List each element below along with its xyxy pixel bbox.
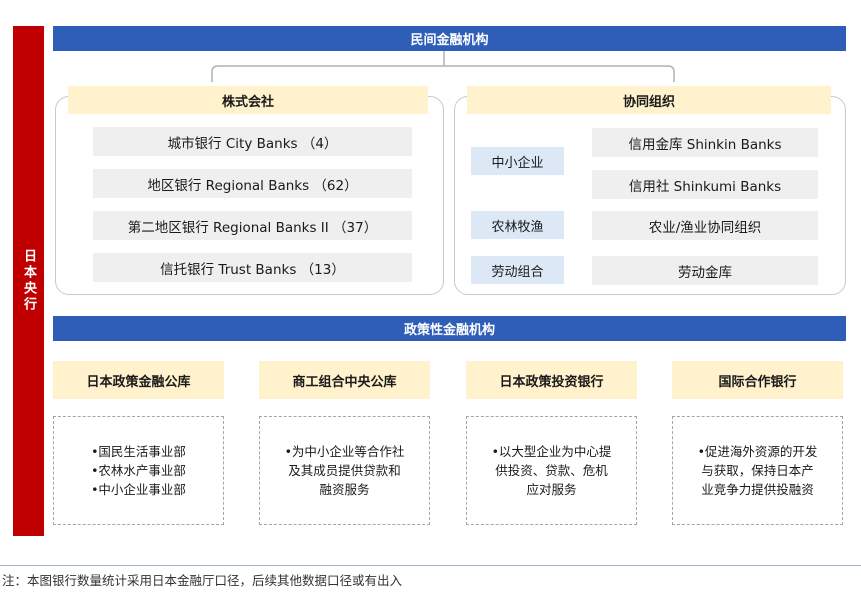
desc-line: 业竞争力提供投融资 (701, 482, 814, 497)
policy-desc-dbj: •以大型企业为中心提 供投资、贷款、危机 应对服务 (466, 416, 637, 525)
category-label: 中小企业 (491, 155, 544, 171)
desc-line: •以大型企业为中心提 (491, 444, 612, 459)
bank-item-regional-ii: 第二地区银行 Regional Banks II （37） (93, 211, 412, 240)
bank-item-label: 城市银行 City Banks （4） (167, 135, 338, 152)
category-label: 农林牧渔 (491, 219, 544, 235)
kabushiki-title: 株式会社 (68, 86, 428, 114)
coop-item-shinkumi: 信用社 Shinkumi Banks (592, 170, 818, 199)
central-bank-bar: 日本央行 (13, 26, 44, 536)
policy-inst-dbj: 日本政策投资银行 (466, 361, 637, 399)
cooperative-title: 协同组织 (467, 86, 831, 114)
bank-item-label: 信托银行 Trust Banks （13） (160, 261, 345, 278)
desc-line: 供投资、贷款、危机 (495, 463, 608, 478)
policy-desc-shoko: •为中小企业等合作社 及其成员提供贷款和 融资服务 (259, 416, 430, 525)
desc-line: 应对服务 (526, 482, 577, 497)
footnote: 注：本图银行数量统计采用日本金融厅口径，后续其他数据口径或有出入 (2, 573, 403, 588)
desc-line: •促进海外资源的开发 (697, 444, 818, 459)
policy-inst-name: 日本政策金融公库 (86, 374, 191, 390)
coop-item-labor-bank: 劳动金库 (592, 256, 818, 285)
policy-inst-name: 商工组合中央公库 (292, 374, 397, 390)
coop-item-label: 劳动金库 (678, 264, 732, 281)
desc-line: •农林水产事业部 (91, 463, 186, 478)
desc-line: 与获取，保持日本产 (701, 463, 814, 478)
coop-item-label: 信用社 Shinkumi Banks (628, 178, 782, 195)
bank-item-regional: 地区银行 Regional Banks （62） (93, 169, 412, 198)
category-sme: 中小企业 (471, 147, 564, 175)
policy-desc-jfc: •国民生活事业部 •农林水产事业部 •中小企业事业部 (53, 416, 224, 525)
private-institutions-header: 民间金融机构 (53, 26, 846, 51)
desc-line: •中小企业事业部 (91, 482, 186, 497)
desc-line: 及其成员提供贷款和 (288, 463, 401, 478)
coop-item-agri: 农业/渔业协同组织 (592, 211, 818, 240)
kabushiki-title-text: 株式会社 (221, 94, 274, 110)
coop-item-shinkin: 信用金库 Shinkin Banks (592, 128, 818, 157)
category-agri: 农林牧渔 (471, 211, 564, 239)
category-labor: 劳动组合 (471, 256, 564, 284)
bank-item-label: 地区银行 Regional Banks （62） (147, 177, 358, 194)
policy-inst-shoko: 商工组合中央公库 (259, 361, 430, 399)
bank-item-label: 第二地区银行 Regional Banks II （37） (127, 219, 378, 236)
footer-divider (0, 565, 861, 566)
desc-line: 融资服务 (319, 482, 370, 497)
bank-item-trust: 信托银行 Trust Banks （13） (93, 253, 412, 282)
coop-item-label: 农业/渔业协同组织 (648, 219, 762, 236)
category-label: 劳动组合 (491, 264, 544, 280)
policy-inst-name: 日本政策投资银行 (499, 374, 604, 390)
policy-institutions-header: 政策性金融机构 (53, 316, 846, 341)
desc-line: •国民生活事业部 (91, 444, 186, 459)
central-bank-label: 日本央行 (21, 249, 36, 313)
private-institutions-title: 民间金融机构 (410, 33, 489, 48)
policy-inst-jbic: 国际合作银行 (672, 361, 843, 399)
coop-item-label: 信用金库 Shinkin Banks (628, 136, 782, 153)
policy-institutions-title: 政策性金融机构 (403, 323, 495, 338)
policy-inst-jfc: 日本政策金融公库 (53, 361, 224, 399)
bank-item-city: 城市银行 City Banks （4） (93, 127, 412, 156)
cooperative-title-text: 协同组织 (622, 94, 675, 110)
desc-line: •为中小企业等合作社 (284, 444, 405, 459)
policy-desc-jbic: •促进海外资源的开发 与获取，保持日本产 业竞争力提供投融资 (672, 416, 843, 525)
policy-inst-name: 国际合作银行 (718, 374, 797, 390)
